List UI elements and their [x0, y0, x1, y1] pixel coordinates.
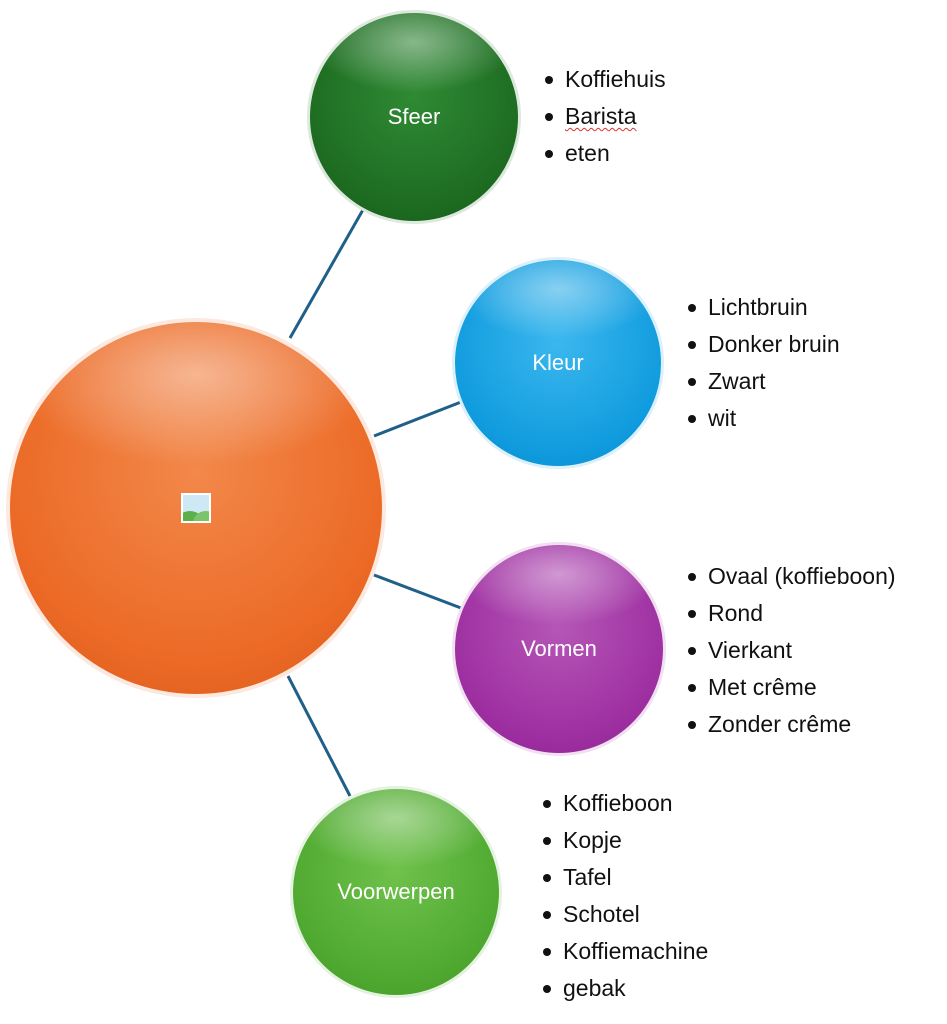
node-kleur-label: Kleur — [532, 350, 584, 375]
list-item: gebak — [541, 970, 708, 1007]
list-voorwerpen: Koffieboon Kopje Tafel Schotel Koffiemac… — [541, 785, 708, 1007]
list-item-text: Barista — [565, 103, 637, 129]
connector-vormen — [373, 573, 462, 610]
list-item: Koffiemachine — [541, 933, 708, 970]
node-kleur[interactable]: Kleur — [452, 257, 664, 469]
connector-sfeer — [288, 207, 366, 339]
list-item: Zonder crême — [686, 706, 896, 743]
node-sfeer[interactable]: Sfeer — [307, 10, 521, 224]
image-placeholder-icon — [181, 493, 211, 523]
list-item: eten — [543, 135, 666, 172]
list-item: Schotel — [541, 896, 708, 933]
connector-voorwerpen — [286, 675, 352, 797]
list-item: Barista — [543, 98, 666, 135]
list-item: Donker bruin — [686, 326, 840, 363]
node-vormen-label: Vormen — [521, 636, 597, 661]
list-item: wit — [686, 400, 840, 437]
list-item: Kopje — [541, 822, 708, 859]
list-item: Zwart — [686, 363, 840, 400]
list-item: Koffieboon — [541, 785, 708, 822]
list-item: Ovaal (koffieboon) — [686, 558, 896, 595]
connector-kleur — [373, 400, 462, 438]
list-sfeer: Koffiehuis Barista eten — [543, 61, 666, 172]
node-voorwerpen[interactable]: Voorwerpen — [290, 786, 502, 998]
node-vormen[interactable]: Vormen — [452, 542, 666, 756]
list-item: Tafel — [541, 859, 708, 896]
node-sfeer-label: Sfeer — [387, 104, 441, 129]
node-voorwerpen-label: Voorwerpen — [337, 879, 455, 904]
list-item: Met crême — [686, 669, 896, 706]
list-vormen: Ovaal (koffieboon) Rond Vierkant Met crê… — [686, 558, 896, 743]
list-item: Koffiehuis — [543, 61, 666, 98]
list-item: Lichtbruin — [686, 289, 840, 326]
center-node[interactable] — [6, 318, 386, 698]
list-item: Rond — [686, 595, 896, 632]
list-item: Vierkant — [686, 632, 896, 669]
list-kleur: Lichtbruin Donker bruin Zwart wit — [686, 289, 840, 437]
